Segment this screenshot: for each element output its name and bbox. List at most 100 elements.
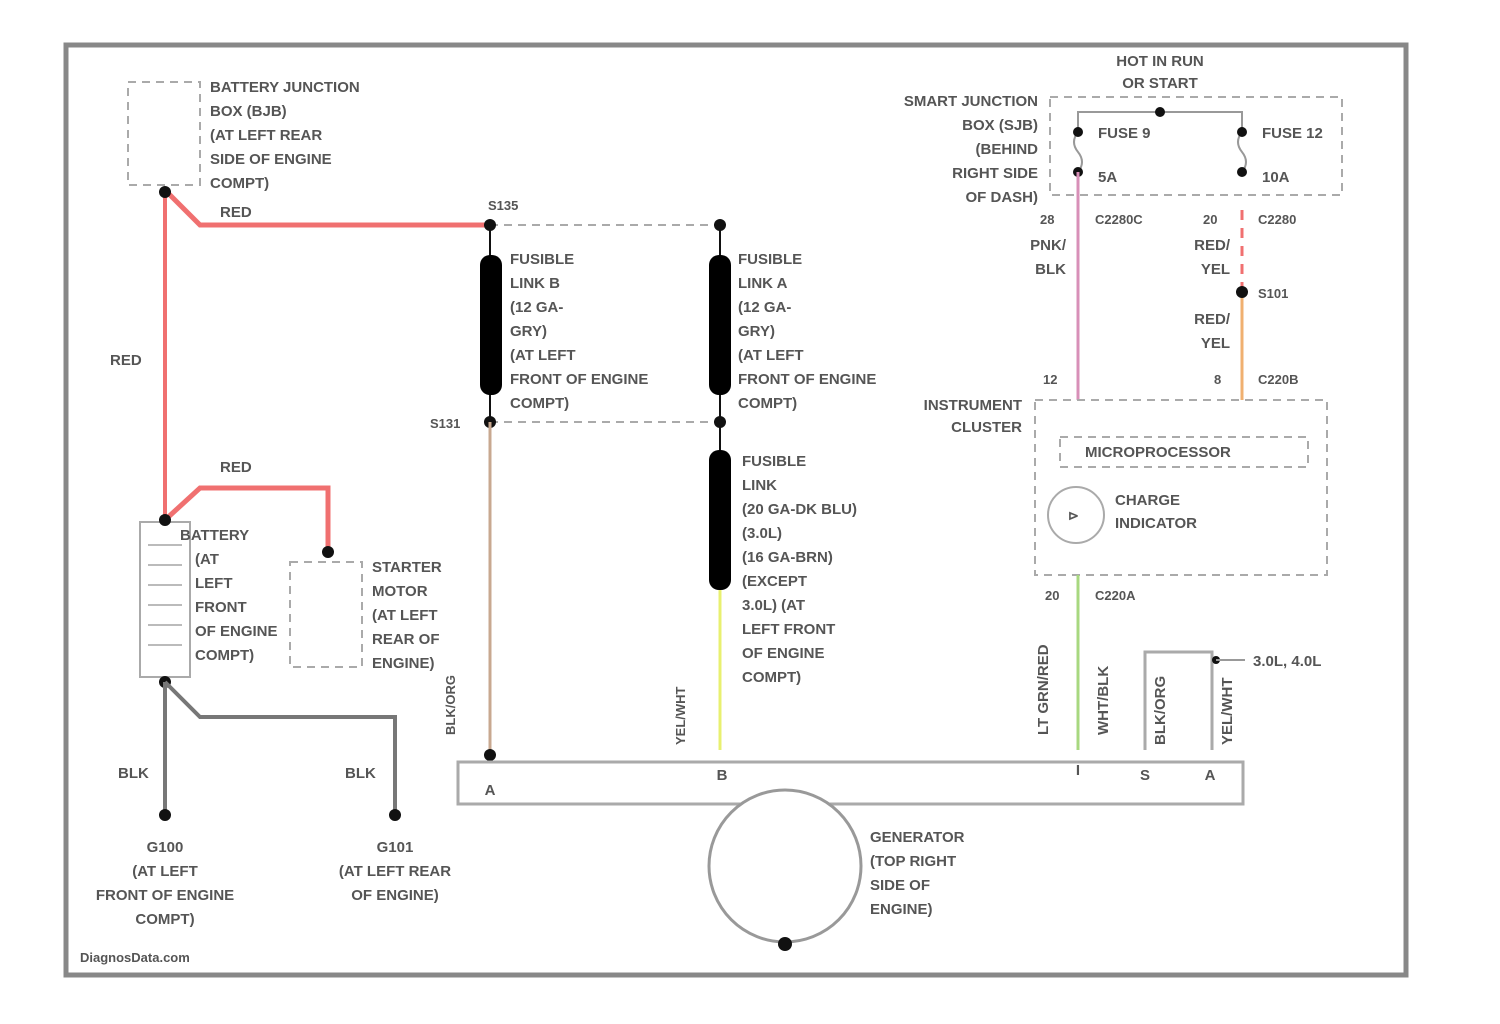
generator-symbol xyxy=(709,790,861,942)
lamp-glyph: ⊳ xyxy=(1068,508,1079,523)
fuse-12-rating: 10A xyxy=(1262,169,1290,186)
svg-text:(12 GA-: (12 GA- xyxy=(738,299,791,316)
wire-label-red: RED xyxy=(220,204,252,221)
svg-text:FRONT OF ENGINE: FRONT OF ENGINE xyxy=(510,371,648,388)
svg-text:REAR OF: REAR OF xyxy=(372,631,440,648)
svg-text:BOX (SJB): BOX (SJB) xyxy=(962,117,1038,134)
battery-junction-box xyxy=(128,82,200,185)
charge-indicator-label: CHARGE xyxy=(1115,492,1180,509)
svg-text:B: B xyxy=(717,767,728,784)
vertical-wire-labels: LT GRN/RED WHT/BLK BLK/ORG YEL/WHT xyxy=(1035,644,1236,745)
svg-text:(AT LEFT: (AT LEFT xyxy=(372,607,438,624)
svg-text:FRONT OF ENGINE: FRONT OF ENGINE xyxy=(738,371,876,388)
fusible-link-c xyxy=(709,450,731,590)
svg-text:OR START: OR START xyxy=(1122,75,1198,92)
svg-text:FUSIBLE: FUSIBLE xyxy=(510,251,574,268)
starter-terminal xyxy=(322,546,334,558)
ground-g101 xyxy=(389,809,401,821)
pin-number: 20 xyxy=(1203,212,1217,227)
svg-text:LINK A: LINK A xyxy=(738,275,788,292)
svg-text:SMART JUNCTION: SMART JUNCTION xyxy=(904,93,1038,110)
wire-label: YEL/WHT xyxy=(673,686,688,745)
fuse-9-icon xyxy=(1074,132,1082,172)
svg-text:(AT LEFT: (AT LEFT xyxy=(132,863,198,880)
red-wire-bjb-s135 xyxy=(165,190,490,225)
svg-text:FUSIBLE: FUSIBLE xyxy=(738,251,802,268)
svg-text:G101: G101 xyxy=(377,839,414,856)
connector-label: C2280C xyxy=(1095,212,1143,227)
sjb-label: SMART JUNCTION BOX (SJB) (BEHIND RIGHT SID… xyxy=(904,93,1038,206)
microprocessor-label: MICROPROCESSOR xyxy=(1085,444,1231,461)
starter-motor xyxy=(290,562,362,667)
svg-text:RIGHT SIDE: RIGHT SIDE xyxy=(952,165,1038,182)
pin-number: 28 xyxy=(1040,212,1054,227)
wire-color-labels: PNK/BLK RED/YEL RED/YEL xyxy=(1030,237,1231,352)
svg-text:FUSIBLE: FUSIBLE xyxy=(742,453,806,470)
svg-text:HOT IN RUN: HOT IN RUN xyxy=(1116,53,1204,70)
svg-text:A: A xyxy=(1205,767,1216,784)
battery-cells xyxy=(148,545,182,645)
svg-text:COMPT): COMPT) xyxy=(135,911,194,928)
svg-text:ENGINE): ENGINE) xyxy=(870,901,933,918)
wire-label-red: RED xyxy=(220,459,252,476)
fuse-9-rating: 5A xyxy=(1098,169,1117,186)
pin-number: 20 xyxy=(1045,588,1059,603)
svg-text:(AT: (AT xyxy=(195,551,219,568)
charge-indicator-label: INDICATOR xyxy=(1115,515,1197,532)
black-wire-g101 xyxy=(165,682,395,815)
splice-s101 xyxy=(1236,286,1248,298)
splice-s135-label: S135 xyxy=(488,198,518,213)
wire-label-blk: BLK xyxy=(118,765,149,782)
svg-text:(AT LEFT: (AT LEFT xyxy=(510,347,576,364)
svg-text:SIDE OF ENGINE: SIDE OF ENGINE xyxy=(210,151,332,168)
svg-text:RED/: RED/ xyxy=(1194,311,1231,328)
svg-text:G100: G100 xyxy=(147,839,184,856)
svg-text:LT GRN/RED: LT GRN/RED xyxy=(1035,644,1052,735)
svg-text:BLK: BLK xyxy=(1035,261,1066,278)
svg-text:I: I xyxy=(1076,762,1080,779)
svg-text:(AT LEFT REAR: (AT LEFT REAR xyxy=(339,863,451,880)
svg-text:RED/: RED/ xyxy=(1194,237,1231,254)
fuse-9-label: FUSE 9 xyxy=(1098,125,1151,142)
svg-text:(EXCEPT: (EXCEPT xyxy=(742,573,807,590)
svg-text:(BEHIND: (BEHIND xyxy=(976,141,1039,158)
g101-label: G101(AT LEFT REAR OF ENGINE) xyxy=(339,839,451,904)
svg-text:(12 GA-: (12 GA- xyxy=(510,299,563,316)
svg-text:YEL: YEL xyxy=(1201,335,1230,352)
svg-text:GENERATOR: GENERATOR xyxy=(870,829,965,846)
svg-text:LINK B: LINK B xyxy=(510,275,560,292)
pin-number: 12 xyxy=(1043,372,1057,387)
svg-text:BOX (BJB): BOX (BJB) xyxy=(210,103,287,120)
svg-text:PNK/: PNK/ xyxy=(1030,237,1067,254)
svg-text:SIDE OF: SIDE OF xyxy=(870,877,930,894)
svg-text:(TOP RIGHT: (TOP RIGHT xyxy=(870,853,956,870)
svg-text:YEL: YEL xyxy=(1201,261,1230,278)
svg-text:(16 GA-BRN): (16 GA-BRN) xyxy=(742,549,833,566)
svg-text:(AT LEFT: (AT LEFT xyxy=(738,347,804,364)
watermark: DiagnosData.com xyxy=(80,950,190,965)
svg-text:MOTOR: MOTOR xyxy=(372,583,428,600)
svg-text:GRY): GRY) xyxy=(738,323,775,340)
generator-connector xyxy=(458,762,1243,804)
splice-s131-label: S131 xyxy=(430,416,460,431)
svg-text:YEL/WHT: YEL/WHT xyxy=(1219,678,1236,746)
wire-label-blk: BLK xyxy=(345,765,376,782)
svg-text:OF ENGINE: OF ENGINE xyxy=(195,623,278,640)
svg-text:COMPT): COMPT) xyxy=(510,395,569,412)
svg-text:LINK: LINK xyxy=(742,477,777,494)
engine-variant-label: 3.0L, 4.0L xyxy=(1253,653,1321,670)
generator-label: GENERATOR (TOP RIGHT SIDE OF ENGINE) xyxy=(870,829,965,918)
splice-dot xyxy=(1155,107,1165,117)
svg-text:WHT/BLK: WHT/BLK xyxy=(1095,666,1112,735)
svg-text:ENGINE): ENGINE) xyxy=(372,655,435,672)
fusible-link-b-label: FUSIBLELINK B (12 GA-GRY) (AT LEFTFRONT … xyxy=(510,251,648,412)
svg-text:S: S xyxy=(1140,767,1150,784)
splice-s101-label: S101 xyxy=(1258,286,1288,301)
svg-text:INSTRUMENT: INSTRUMENT xyxy=(924,397,1022,414)
svg-text:BATTERY JUNCTION: BATTERY JUNCTION xyxy=(210,79,360,96)
